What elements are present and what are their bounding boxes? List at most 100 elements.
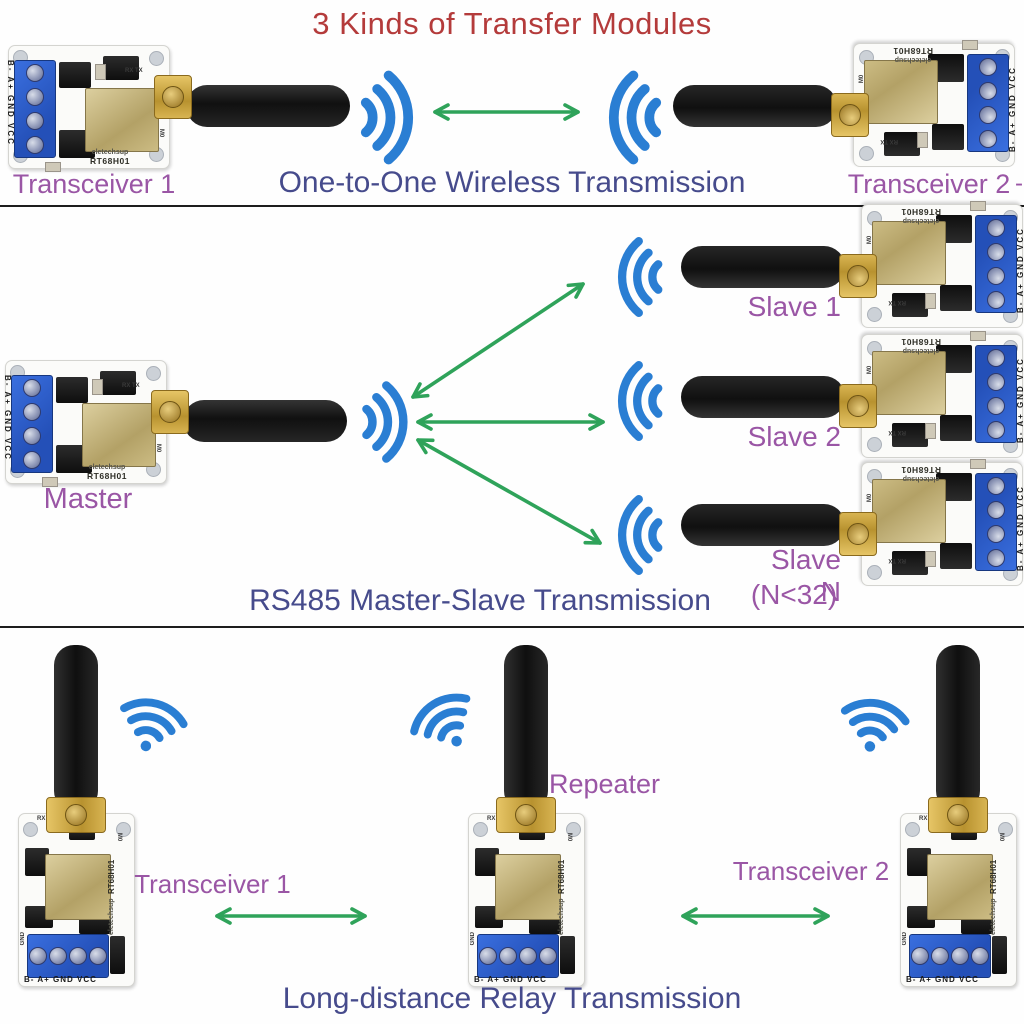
model-number: RT68H01	[989, 859, 998, 894]
model-number: RT68H01	[901, 337, 941, 347]
antenna	[54, 645, 98, 811]
wifi-signal-icon	[360, 70, 414, 165]
silkscreen-m0: M0	[858, 74, 865, 84]
terminal-screw	[987, 243, 1005, 261]
terminal-block	[975, 345, 1017, 443]
capacitor	[992, 936, 1007, 974]
smd-component	[925, 293, 936, 309]
mount-hole	[905, 822, 920, 837]
transmission-arrow	[411, 282, 585, 399]
wifi-fan-icon	[410, 693, 471, 747]
caption-one-to-one: One-to-One Wireless Transmission	[278, 166, 746, 199]
brand-name: eletechsup	[91, 149, 129, 156]
pcb-board: eletechsup RT68H01 RX TX M0 GND B- A+ GN…	[18, 813, 135, 987]
terminal-screw	[539, 947, 557, 965]
silkscreen-m0: M0	[866, 365, 873, 375]
mount-hole	[23, 822, 38, 837]
sma-connector	[154, 75, 192, 119]
terminal-screw	[979, 130, 997, 148]
label-slave-note: (N<32)	[750, 579, 838, 610]
ic-chip	[884, 132, 920, 156]
smd-component	[92, 379, 103, 395]
smd-component	[917, 132, 928, 148]
section-divider	[0, 205, 1024, 207]
wifi-signal-icon	[618, 361, 663, 441]
smd-component	[45, 162, 61, 172]
ic-chip	[940, 543, 972, 569]
smd-component	[925, 551, 936, 567]
terminal-screw	[499, 947, 517, 965]
sma-connector	[839, 384, 877, 428]
terminal-screw	[23, 427, 41, 445]
antenna	[681, 504, 845, 546]
silkscreen-gnd: GND	[20, 932, 26, 946]
terminal-screw	[26, 88, 44, 106]
terminal-screw	[23, 451, 41, 469]
edge-mark: -	[1015, 170, 1023, 197]
pin-labels: B- A+ GND VCC	[6, 60, 15, 146]
smd-component	[970, 459, 986, 469]
pin-labels: B- A+ GND VCC	[1008, 66, 1017, 152]
module-relay-transceiver-1: eletechsup RT68H01 RX TX M0 GND B- A+ GN…	[18, 645, 135, 987]
terminal-screw	[931, 947, 949, 965]
terminal-screw	[987, 397, 1005, 415]
caption-relay: Long-distance Relay Transmission	[282, 982, 742, 1015]
wifi-signal-icon	[618, 495, 663, 575]
brand-text: eletechsup RT68H01	[876, 207, 966, 225]
pin-labels: B- A+ GND VCC	[1016, 485, 1024, 571]
sma-connector	[839, 512, 877, 556]
rf-shield	[872, 351, 946, 415]
terminal-screw	[519, 947, 537, 965]
silkscreen-gnd: GND	[902, 932, 908, 946]
module-relay-transceiver-2: eletechsup RT68H01 RX TX M0 GND B- A+ GN…	[900, 645, 1017, 987]
silkscreen-m0: M0	[998, 832, 1005, 842]
pin-labels: B- A+ GND VCC	[3, 375, 12, 461]
smd-component	[970, 201, 986, 211]
brand-name: eletechsup	[88, 464, 126, 471]
silkscreen-rxtx: RX TX	[125, 68, 143, 74]
rf-shield	[495, 854, 561, 920]
terminal-screw	[971, 947, 989, 965]
silkscreen-rxtx: RX TX	[37, 816, 55, 822]
pin-labels: B- A+ GND VCC	[1016, 357, 1024, 443]
transmission-arrow	[416, 438, 602, 545]
terminal-screw	[26, 64, 44, 82]
terminal-screw	[987, 477, 1005, 495]
pin-labels: B- A+ GND VCC	[906, 975, 979, 984]
mount-hole	[867, 437, 882, 452]
terminal-screw	[26, 136, 44, 154]
terminal-block	[477, 934, 559, 978]
terminal-block	[14, 60, 56, 158]
terminal-screw	[951, 947, 969, 965]
rf-shield	[872, 479, 946, 543]
capacitor	[560, 936, 575, 974]
sma-connector	[46, 797, 106, 833]
silkscreen-m0: M0	[566, 832, 573, 842]
module-slave-2: B- A+ GND VCC eletechsup RT68H01 RX TX M…	[678, 331, 1024, 458]
brand-name: eletechsup	[902, 347, 940, 354]
pcb-board: B- A+ GND VCC eletechsup RT68H01 RX TX M…	[861, 331, 1024, 458]
smd-component	[42, 477, 58, 487]
terminal-block	[11, 375, 53, 473]
page-title: 3 Kinds of Transfer Modules	[312, 6, 712, 41]
pin-labels: B- A+ GND VCC	[24, 975, 97, 984]
module-transceiver-2: B- A+ GND VCC eletechsup RT68H01 RX TX M…	[670, 40, 1017, 167]
terminal-block	[975, 473, 1017, 571]
silkscreen-rxtx: RX TX	[919, 816, 937, 822]
ic-chip	[940, 285, 972, 311]
ic-chip	[103, 56, 139, 80]
model-number: RT68H01	[557, 859, 566, 894]
ic-chip	[892, 551, 928, 575]
model-number: RT68H01	[901, 465, 941, 475]
pcb-board: eletechsup RT68H01 RX TX M0 GND B- A+ GN…	[900, 813, 1017, 987]
silkscreen-rxtx: RX TX	[880, 138, 898, 144]
rf-shield	[82, 403, 156, 467]
label-slave-n: Slave N	[770, 544, 841, 607]
brand-text: eletechsup RT68H01	[989, 852, 998, 942]
smd-component	[925, 423, 936, 439]
module-slave-n: B- A+ GND VCC eletechsup RT68H01 RX TX M…	[678, 459, 1024, 586]
terminal-screw	[911, 947, 929, 965]
sma-connector	[928, 797, 988, 833]
mount-hole	[116, 822, 131, 837]
mount-hole	[566, 822, 581, 837]
